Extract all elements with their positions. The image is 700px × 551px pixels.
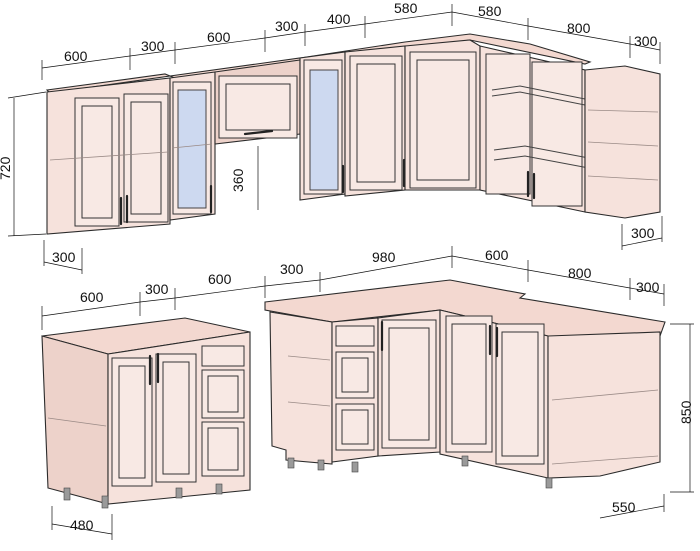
upper-width-9: 300	[634, 33, 658, 49]
lower-right-end-shelf	[547, 331, 661, 479]
lower-left-depth-label: 480	[70, 517, 94, 533]
dimension-labels: 600 300 600 300 400 580 580 800 300 720 …	[0, 0, 694, 533]
upper-width-5: 400	[327, 11, 351, 27]
dimension-lines	[7, 4, 694, 540]
lower-left-end-shelf	[269, 311, 333, 465]
upper-width-7: 580	[478, 3, 502, 19]
upper-gap-label: 360	[230, 168, 246, 192]
lower-right-depth-label: 550	[612, 499, 636, 515]
upper-width-3: 600	[207, 29, 231, 45]
upper-height-label: 720	[0, 156, 13, 180]
lower-right-width-2: 980	[372, 249, 396, 265]
upper-end-shelf-300	[584, 65, 661, 219]
upper-width-6: 580	[394, 0, 418, 16]
upper-right-depth-label: 300	[631, 225, 655, 241]
lower-left-cabinet	[41, 317, 251, 509]
upper-cabinets	[45, 33, 661, 235]
upper-left-depth-label: 300	[52, 249, 76, 265]
lower-right-width-3: 600	[485, 247, 509, 263]
lower-right-width-5: 300	[636, 279, 660, 295]
lower-left-width-1: 600	[80, 289, 104, 305]
lower-height-label: 850	[678, 400, 694, 424]
upper-width-8: 800	[567, 20, 591, 36]
lower-left-width-2: 300	[145, 281, 169, 297]
dish-rack	[491, 85, 611, 173]
lower-left-width-3: 600	[208, 271, 232, 287]
lower-right-width-1: 300	[280, 261, 304, 277]
upper-width-2: 300	[141, 38, 165, 54]
upper-width-4: 300	[275, 18, 299, 34]
lower-corner-cabinets	[264, 279, 666, 489]
upper-width-1: 600	[64, 48, 88, 64]
lower-right-width-4: 800	[568, 265, 592, 281]
